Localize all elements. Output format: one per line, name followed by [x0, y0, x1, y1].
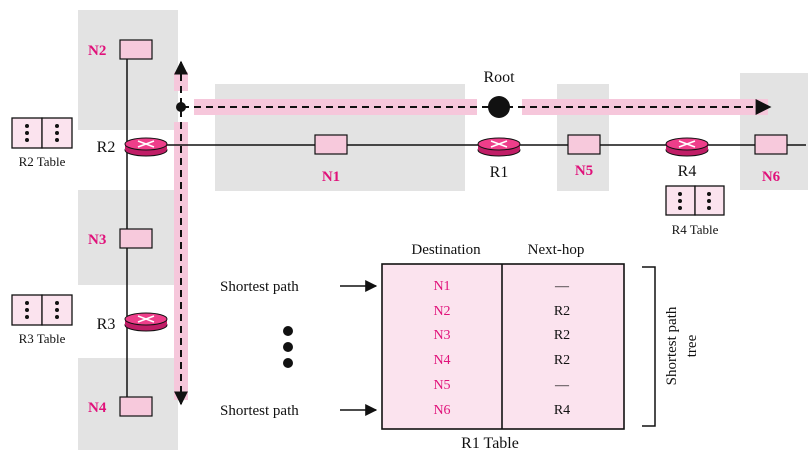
- host-n3: [119, 228, 153, 249]
- bracket-label-line1: Shortest path: [664, 306, 680, 385]
- r3-table-icon: [11, 294, 73, 326]
- label-r1: R1: [490, 164, 509, 181]
- label-n3: N3: [88, 232, 106, 248]
- router-r4: [665, 137, 709, 157]
- shortest-path-tree-bracket: [642, 266, 656, 427]
- bracket-label-line2: tree: [684, 334, 700, 357]
- junction-dot: [176, 102, 186, 112]
- router-r2: [124, 137, 168, 157]
- label-r2: R2: [97, 139, 116, 156]
- table-row-dest: N2: [433, 304, 450, 319]
- label-n6: N6: [762, 169, 781, 185]
- vertical-ellipsis: [283, 326, 293, 368]
- label-r3: R3: [97, 316, 116, 333]
- r3-table-label: R3 Table: [19, 331, 66, 346]
- host-n1: [314, 134, 348, 155]
- root-label: Root: [483, 69, 515, 86]
- table-row-next: R2: [554, 328, 570, 343]
- label-n4: N4: [88, 400, 107, 416]
- shortest-path-top-label: Shortest path: [220, 279, 299, 295]
- hosts: [119, 39, 788, 417]
- table-row-dest: N4: [433, 353, 450, 368]
- n6-area: [740, 73, 808, 190]
- shortest-path-bottom-label: Shortest path: [220, 403, 299, 419]
- table-row-dest: N6: [433, 403, 450, 418]
- r4-table-label: R4 Table: [672, 222, 719, 237]
- table-header-destination: Destination: [411, 242, 481, 258]
- router-r1: [477, 137, 521, 157]
- table-row-next: R2: [554, 353, 570, 368]
- tree-arrows: [174, 60, 772, 406]
- host-n5: [567, 134, 601, 155]
- n2-area: [78, 10, 178, 130]
- table-row-next: —: [554, 378, 570, 393]
- root-node: [488, 96, 510, 118]
- r1-table: Destination Next-hop R1 Table N1 — N2 R2…: [381, 242, 625, 452]
- r2-table-label: R2 Table: [19, 154, 66, 169]
- table-row-next: R4: [554, 403, 570, 418]
- table-caption: R1 Table: [461, 435, 519, 452]
- table-row-dest: N5: [433, 378, 450, 393]
- label-n1: N1: [322, 169, 340, 185]
- host-n4: [119, 396, 153, 417]
- host-n6: [754, 134, 788, 155]
- label-n2: N2: [88, 43, 106, 59]
- table-row-next: —: [554, 279, 570, 294]
- label-r4: R4: [678, 163, 697, 180]
- table-row-next: R2: [554, 304, 570, 319]
- r2-table-icon: [11, 117, 73, 149]
- label-n5: N5: [575, 163, 593, 179]
- host-n2: [119, 39, 153, 60]
- router-r3: [124, 312, 168, 332]
- r4-table-icon: [665, 185, 725, 216]
- table-row-dest: N1: [433, 279, 450, 294]
- horizontal-band-left: [194, 99, 477, 115]
- table-header-next-hop: Next-hop: [528, 242, 585, 258]
- table-row-dest: N3: [433, 328, 450, 343]
